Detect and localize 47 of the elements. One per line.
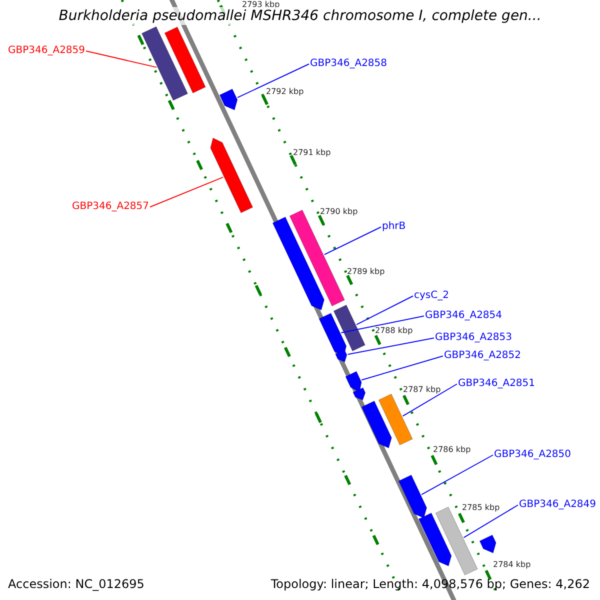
leader-line xyxy=(402,384,458,417)
leader-line xyxy=(324,226,382,256)
gene-label: GBP346_A2854 xyxy=(425,310,502,322)
gene-feature xyxy=(210,138,254,214)
scale-label: 2790 kbp xyxy=(320,207,358,217)
scale-label: 2786 kbp xyxy=(433,445,471,455)
leader-line xyxy=(237,64,310,98)
leader-line xyxy=(356,296,414,326)
gene-label: GBP346_A2851 xyxy=(458,378,536,390)
genome-stats-text: Topology: linear; Length: 4,098,576 bp; Genes: 4,262 xyxy=(270,577,590,592)
gene-feature xyxy=(361,400,392,448)
leader-line xyxy=(150,176,224,208)
scale-label: 2784 kbp xyxy=(493,560,531,570)
leader-line xyxy=(361,356,444,380)
leader-line xyxy=(347,338,434,355)
gene-feature xyxy=(335,350,348,362)
gene-feature xyxy=(398,474,428,518)
gene-label: GBP346_A2850 xyxy=(494,449,572,461)
scale-label: 2791 kbp xyxy=(293,148,331,158)
scale-label: 2792 kbp xyxy=(266,87,304,97)
leader-line xyxy=(340,316,424,334)
scale-label: 2785 kbp xyxy=(462,503,500,513)
gene-label: GBP346_A2849 xyxy=(519,499,596,511)
scale-label: 2788 kbp xyxy=(375,326,413,336)
gene-feature xyxy=(141,26,188,101)
gene-feature xyxy=(289,210,345,306)
scale-label: 2789 kbp xyxy=(347,267,385,277)
gene-label: GBP346_A2858 xyxy=(310,58,388,70)
gene-feature xyxy=(352,387,366,400)
gene-feature xyxy=(272,216,325,310)
gene-feature xyxy=(418,512,452,566)
gene-feature xyxy=(219,88,238,110)
leader-line xyxy=(463,504,518,538)
leader-line xyxy=(86,50,158,68)
gene-label: GBP346_A2857 xyxy=(72,201,150,213)
gene-feature xyxy=(164,26,206,94)
scale-label: 2787 kbp xyxy=(403,385,441,395)
gene-label: GBP346_A2859 xyxy=(8,45,86,57)
gene-feature xyxy=(333,304,366,352)
gene-label: GBP346_A2853 xyxy=(435,332,512,344)
gene-label: phrB xyxy=(382,221,406,233)
gene-feature xyxy=(378,394,413,446)
accession-text: Accession: NC_012695 xyxy=(8,577,144,592)
scale-label: 2793 kbp xyxy=(242,0,280,9)
gene-label: GBP346_A2852 xyxy=(444,350,522,362)
leader-line xyxy=(421,454,494,496)
gene-label: cysC_2 xyxy=(414,290,449,302)
